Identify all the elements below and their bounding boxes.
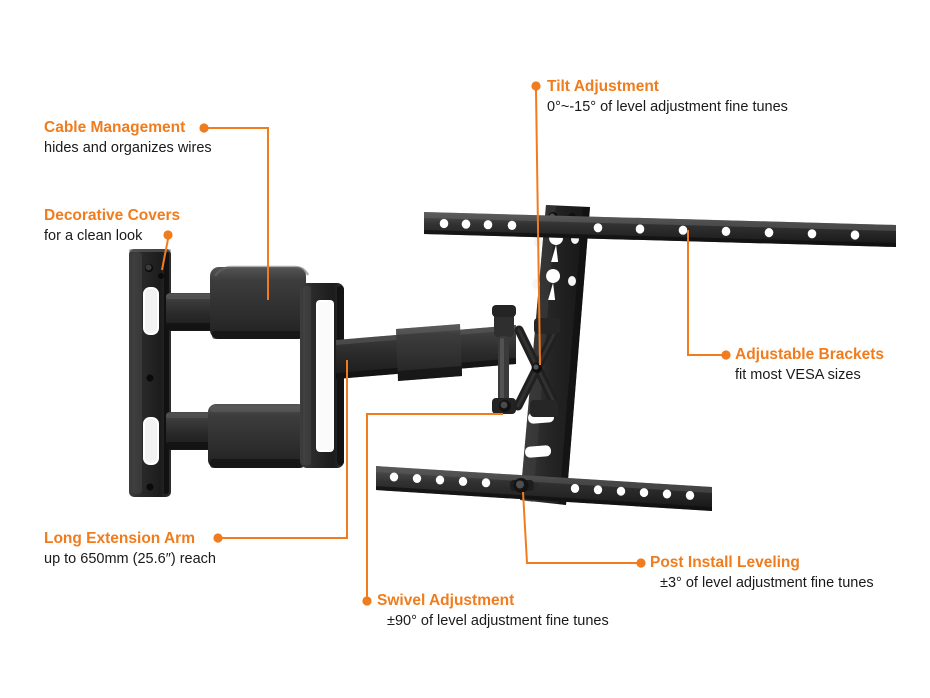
decorative-cover-lower bbox=[208, 404, 306, 468]
wall-plate bbox=[129, 249, 171, 497]
callout-subtitle: hides and organizes wires bbox=[44, 140, 212, 156]
callout-title: Adjustable Brackets bbox=[735, 346, 885, 363]
leader-long-extension-arm bbox=[222, 360, 348, 539]
dot-decorative-covers bbox=[163, 230, 173, 240]
leveling-bolt bbox=[510, 478, 539, 493]
dot-post-install-leveling bbox=[636, 558, 646, 568]
callout-post-install-leveling: Post Install Leveling ±3° of level adjus… bbox=[650, 553, 874, 593]
extension-arm-cover bbox=[396, 324, 462, 381]
callout-subtitle: up to 650mm (25.6″) reach bbox=[44, 551, 216, 567]
dot-adjustable-brackets bbox=[721, 350, 731, 360]
callout-swivel-adjustment: Swivel Adjustment ±90° of level adjustme… bbox=[377, 591, 609, 631]
dot-swivel-adjustment bbox=[362, 596, 372, 606]
leader-tilt-adjustment bbox=[535, 89, 541, 366]
vesa-rail-bottom bbox=[376, 466, 712, 511]
leader-post-install-leveling bbox=[522, 491, 637, 564]
callout-long-extension-arm: Long Extension Arm up to 650mm (25.6″) r… bbox=[44, 529, 216, 569]
leader-cable-management bbox=[208, 127, 269, 300]
callout-decorative-covers: Decorative Covers for a clean look bbox=[44, 206, 180, 246]
callout-cable-management: Cable Management hides and organizes wir… bbox=[44, 118, 212, 158]
callout-tilt-adjustment: Tilt Adjustment 0°~-15° of level adjustm… bbox=[547, 77, 788, 117]
callout-subtitle: ±3° of level adjustment fine tunes bbox=[660, 575, 874, 591]
callout-adjustable-brackets: Adjustable Brackets fit most VESA sizes bbox=[735, 345, 884, 385]
callout-subtitle: 0°~-15° of level adjustment fine tunes bbox=[547, 99, 788, 115]
vesa-rail-top bbox=[424, 212, 896, 247]
callout-title: Cable Management bbox=[44, 119, 186, 136]
callout-subtitle: fit most VESA sizes bbox=[735, 367, 861, 383]
swivel-joint bbox=[492, 305, 516, 414]
callout-title: Tilt Adjustment bbox=[547, 78, 659, 95]
elbow-joint bbox=[300, 283, 344, 468]
leader-decorative-covers bbox=[161, 238, 169, 271]
leader-swivel-adjustment bbox=[366, 413, 503, 597]
callout-title: Swivel Adjustment bbox=[377, 592, 515, 609]
callout-title: Decorative Covers bbox=[44, 207, 181, 224]
dot-cable-management bbox=[199, 123, 209, 133]
cable-management-cover bbox=[210, 265, 310, 339]
callout-title: Post Install Leveling bbox=[650, 554, 800, 571]
dot-long-extension-arm bbox=[213, 533, 223, 543]
tilt-scissor-linkage bbox=[513, 318, 561, 417]
leader-dots bbox=[163, 81, 731, 606]
callout-title: Long Extension Arm bbox=[44, 530, 195, 547]
leader-adjustable-brackets bbox=[687, 230, 722, 356]
tilt-spine bbox=[520, 205, 590, 505]
dot-tilt-adjustment bbox=[531, 81, 541, 91]
callout-subtitle: for a clean look bbox=[44, 228, 143, 244]
callout-subtitle: ±90° of level adjustment fine tunes bbox=[387, 613, 609, 629]
